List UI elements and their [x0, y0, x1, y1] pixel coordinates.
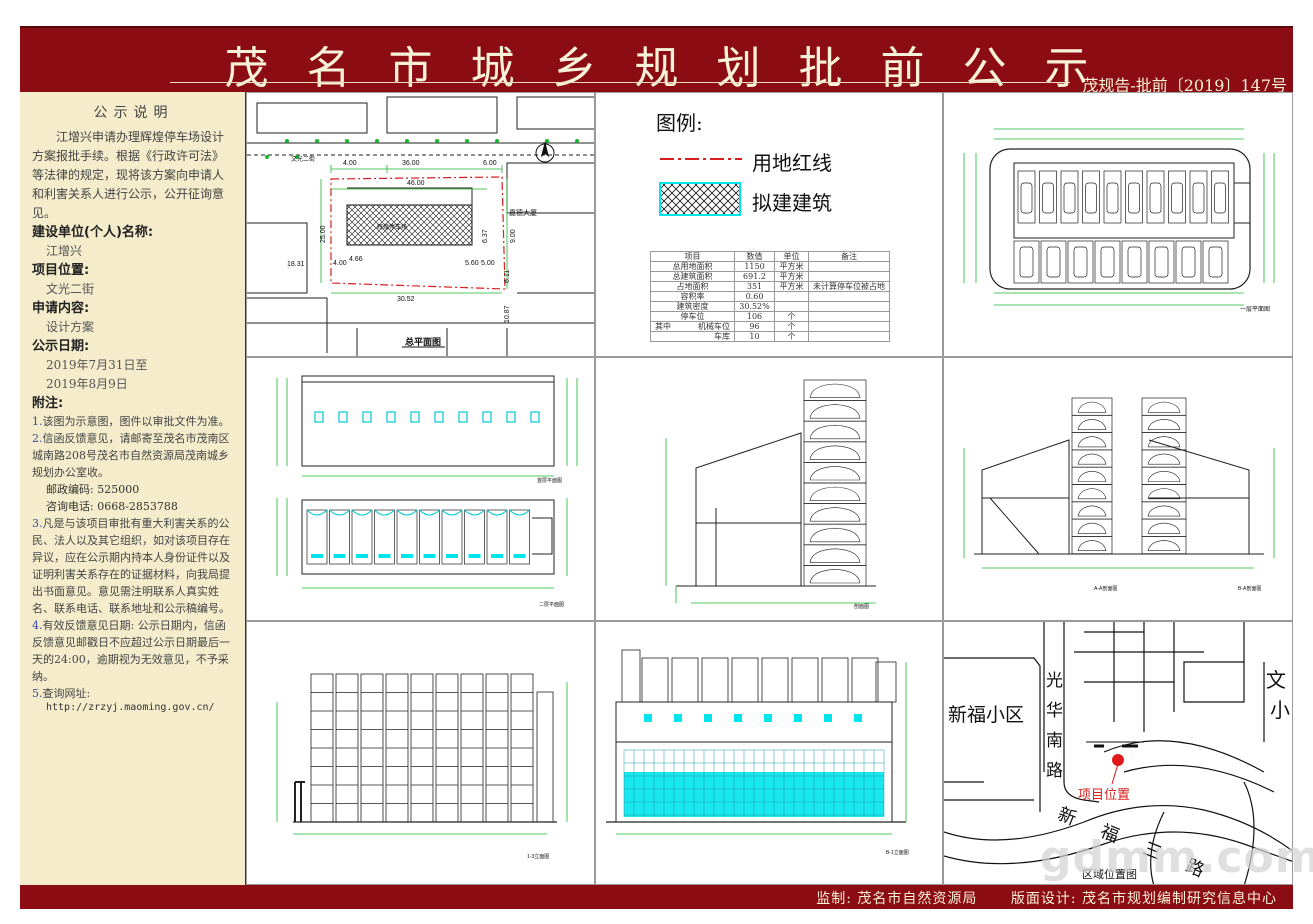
project-location-label: 项目位置 [1078, 788, 1131, 803]
neighbor-label: 嘉德大厦 [509, 208, 537, 217]
site-plan-panel: 4.00 36.00 6.00 46.00 30.52 18.31 25.00 … [246, 92, 595, 357]
elevation-1-panel: 1-3立面图 [246, 621, 595, 885]
road-vertical-label: 光华南路 [1046, 671, 1063, 781]
map-partial-label: 文 [1266, 668, 1286, 692]
location-map-panel: 新福小区 光华南路 项目位置 新福三路 文 小 区域位置图 [943, 621, 1293, 885]
query-url[interactable]: http://zrzyj.maoming.gov.cn/ [46, 702, 215, 713]
floor-levels-drawing: 首层平面图 二层平面图 [276, 375, 578, 608]
watermark: gdmm.com [1040, 832, 1313, 883]
notice-panel: 公示说明 江增兴申请办理辉煌停车场设计方案报批手续。根据《行政许可法》等法律的规… [20, 92, 246, 885]
phone: 咨询电话: 0668-2853788 [46, 500, 178, 513]
floor-levels-panel: 首层平面图 二层平面图 [246, 357, 595, 621]
second-floor-title: 二层平面图 [539, 602, 564, 608]
note-3: 3.凡是与该项目审批有重大利害关系的公民、法人以及其它组织，如对该项目存在异议，… [32, 517, 230, 615]
floor-plan-panel: 一层平面图 [943, 92, 1293, 357]
notice-title: 公示说明 [93, 105, 174, 121]
legend-building-label: 拟建建筑 [752, 191, 832, 215]
elevation-2-panel: B-1立面图 [595, 621, 943, 885]
north-arrow-icon [535, 141, 555, 163]
floor-plan-drawing: 一层平面图 [963, 128, 1275, 313]
footer-supervisor: 监制: 茂名市自然资源局 [816, 891, 978, 907]
footer-designer: 版面设计: 茂名市规划编制研究信息中心 [1010, 891, 1277, 907]
section-b2-title: B-A剖面图 [1238, 585, 1261, 592]
dim-4-00b: 4.00 [333, 260, 347, 267]
date-to: 2019年8月9日 [46, 377, 128, 391]
postcode: 邮政编码: 525000 [46, 483, 140, 496]
notice-intro: 江增兴申请办理辉煌停车场设计方案报批手续。根据《行政许可法》等法律的规定，现将该… [32, 130, 225, 220]
content-label: 申请内容: [32, 301, 90, 316]
section-panel: 剖面图 [595, 357, 943, 621]
applicant-label: 建设单位(个人)名称: [32, 225, 154, 240]
dim-30-52: 30.52 [397, 296, 415, 303]
map-partial-label-2: 小 [1270, 698, 1290, 722]
dim-6-37: 6.37 [482, 229, 489, 243]
section-ab-drawing: A-A剖面图 B-A剖面图 [963, 397, 1275, 592]
section-drawing: 剖面图 [665, 379, 876, 610]
site-plan-drawing: 4.00 36.00 6.00 46.00 30.52 18.31 25.00 … [247, 96, 594, 356]
location-map [944, 622, 1292, 884]
content-value: 设计方案 [46, 320, 95, 334]
note-5: 5.查询网址: [32, 687, 91, 700]
elevation-1-drawing: 1-3立面图 [276, 673, 568, 860]
location-value: 文光二街 [46, 282, 95, 296]
title-rule [170, 82, 1070, 83]
footer-banner: 监制: 茂名市自然资源局 版面设计: 茂名市规划编制研究信息中心 [20, 885, 1293, 909]
document-number: 茂规告-批前〔2019〕147号 [1082, 76, 1287, 95]
page-title: 茂名市城乡规划批前公示 [224, 43, 1127, 94]
building-label: 辉煌停车场 [377, 223, 407, 231]
road-label: 文光二街 [291, 155, 315, 163]
map-caption: 区域位置图 [1082, 868, 1137, 881]
note-4: 4.有效反馈意见日期: 公示日期内，信函反馈意见邮戳日不应超过公示日期最后一天的… [32, 619, 230, 683]
elevation-2-title: B-1立面图 [886, 849, 909, 856]
hatch-swatch [659, 182, 741, 216]
notes-label: 附注: [32, 396, 64, 411]
dim-6-11: 6.11 [504, 270, 511, 283]
dim-5-60: 5.60 [465, 260, 479, 267]
dim-46-00: 46.00 [407, 180, 425, 187]
dim-5-00: 5.00 [481, 260, 495, 267]
dim-36-00: 36.00 [402, 160, 420, 167]
dim-10-87: 10.87 [504, 305, 511, 323]
dim-6-00: 6.00 [483, 160, 497, 167]
section-a2-title: A-A剖面图 [1094, 585, 1117, 592]
date-label: 公示日期: [32, 339, 90, 354]
elevation-1-title: 1-3立面图 [527, 853, 549, 860]
table-row: 项目 数值 单位 备注 [650, 251, 890, 262]
date-from: 2019年7月31日至 [46, 358, 148, 372]
dim-4-66: 4.66 [349, 256, 363, 263]
header-banner: 茂名市城乡规划批前公示 茂规告-批前〔2019〕147号 [20, 26, 1293, 95]
footer-credits: 监制: 茂名市自然资源局 版面设计: 茂名市规划编制研究信息中心 [810, 888, 1277, 908]
dim-18-31: 18.31 [287, 261, 305, 268]
legend-swatches [659, 158, 742, 216]
section-ab-panel: A-A剖面图 B-A剖面图 [943, 357, 1293, 621]
project-marker-icon [1112, 754, 1124, 766]
floor-plan-title: 一层平面图 [1240, 306, 1270, 313]
district-label: 新福小区 [948, 704, 1025, 726]
section-title: 剖面图 [854, 603, 869, 610]
note-2: 2.信函反馈意见，请邮寄至茂名市茂南区城南路208号茂名市自然资源局茂南城乡规划… [32, 432, 230, 479]
dim-25-00: 25.00 [320, 225, 327, 243]
dim-4-00: 4.00 [343, 160, 357, 167]
applicant-value: 江增兴 [46, 244, 83, 258]
location-label: 项目位置: [32, 263, 90, 278]
site-plan-title: 总平面图 [405, 336, 441, 348]
note-1: 1.该图为示意图，图件以审批文件为准。 [32, 415, 230, 428]
legend-title: 图例: [656, 111, 703, 135]
dim-9-00: 9.00 [510, 229, 517, 243]
legend-red-line-label: 用地红线 [752, 151, 832, 175]
elevation-2-drawing: B-1立面图 [606, 649, 909, 856]
first-floor-title: 首层平面图 [537, 477, 562, 484]
